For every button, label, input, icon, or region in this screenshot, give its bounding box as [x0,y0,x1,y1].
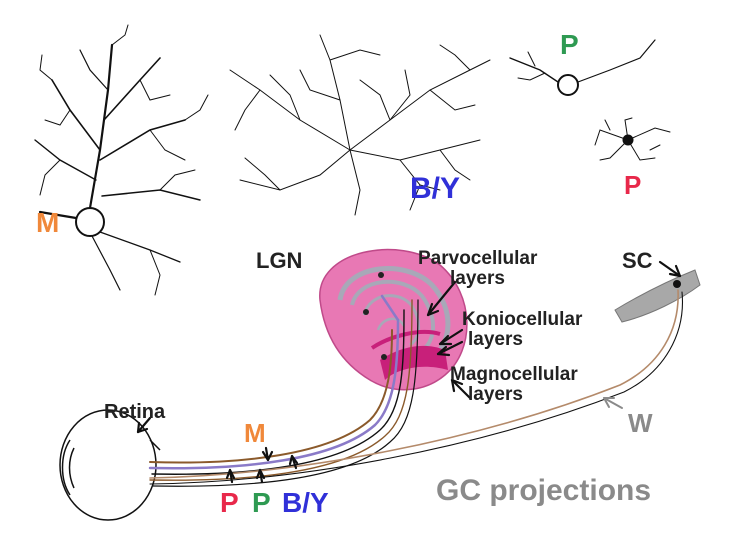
label-p-cell-red: P [624,170,641,200]
label-by-path: B/Y [282,487,329,518]
label-by-cell: B/Y [410,172,460,205]
lgn-structure [319,248,468,391]
label-gc-projections: GC projections [436,474,651,507]
label-m-path: M [244,418,266,448]
annotation-arrows [136,260,682,484]
label-retina: Retina [104,401,166,423]
p-cell-red-drawing [594,117,671,161]
label-sc: SC [622,248,653,273]
label-magnocellular-layers: layers [468,384,523,405]
label-p-path-red: P [220,487,239,518]
m-cell-drawing [34,24,209,296]
by-cell-drawing [229,34,491,216]
label-parvocellular: Parvocellular [418,248,538,269]
label-lgn: LGN [256,248,302,273]
p-cell-green-drawing [509,39,656,96]
label-w: W [628,408,653,438]
label-p-path-green: P [252,487,271,518]
label-koniocellular-layers: layers [468,329,523,350]
label-p-cell-green: P [560,29,579,60]
eye-drawing [59,409,161,521]
label-koniocellular: Koniocellular [462,309,583,330]
sc-structure [614,269,701,323]
label-m-cell: M [36,207,59,238]
w-arrow [603,397,623,409]
label-magnocellular: Magnocellular [450,364,578,385]
label-parvocellular-layers: layers [450,268,505,289]
